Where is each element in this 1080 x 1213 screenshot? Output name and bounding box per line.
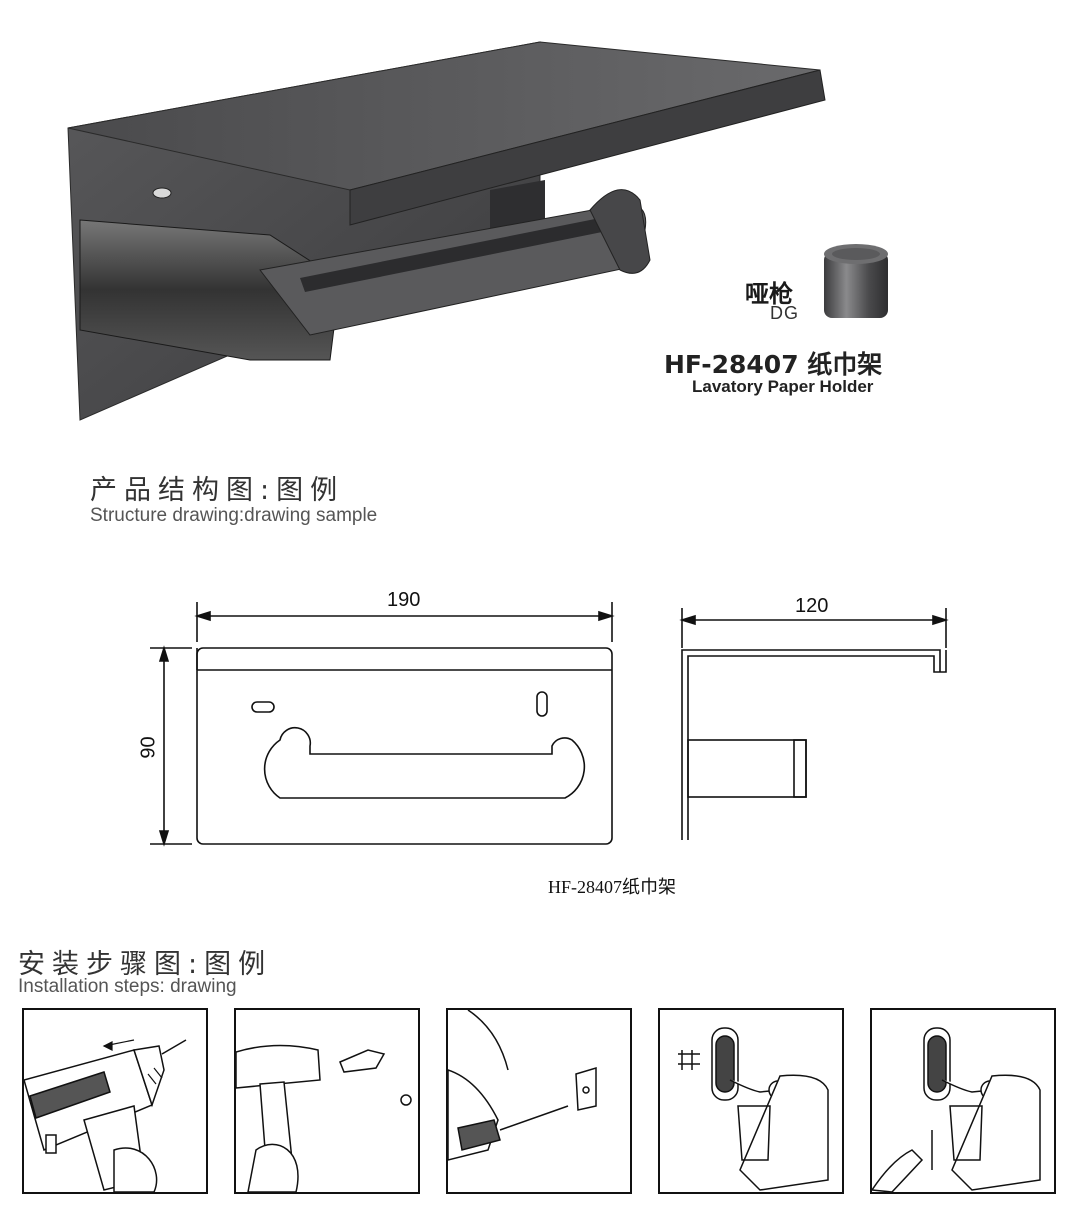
finish-swatch [824, 244, 888, 318]
installed-holder-icon [872, 1027, 1041, 1192]
product-name-en: Lavatory Paper Holder [692, 377, 874, 396]
step-5-finished-panel [870, 1008, 1056, 1194]
structure-heading-en: Structure drawing:drawing sample [90, 505, 378, 526]
width-dimension-label: 190 [387, 589, 421, 611]
drawing-caption: HF-28407纸巾架 [548, 877, 677, 897]
height-dimension-label: 90 [137, 736, 160, 759]
drill-icon [24, 1039, 187, 1192]
step-4-mount-panel [658, 1008, 844, 1194]
depth-dimension-label: 120 [795, 595, 829, 617]
screwdriver-icon [448, 1010, 597, 1161]
product-photo [67, 41, 826, 421]
front-view-drawing [150, 602, 615, 847]
structure-heading-cn: 产品结构图:图例 [90, 475, 345, 506]
finish-name-cn: 哑枪 [745, 280, 793, 308]
step-3-screwdriver-panel [446, 1008, 632, 1194]
finish-code: DG [770, 303, 799, 323]
step-2-hammer-panel [234, 1008, 420, 1194]
side-view-drawing [679, 608, 949, 840]
installation-heading-en: Installation steps: drawing [18, 976, 237, 997]
hammer-icon [236, 1044, 412, 1192]
model-title: HF-28407 纸巾架 [664, 350, 883, 379]
holder-icon [678, 1027, 829, 1191]
step-1-drill-panel [22, 1008, 208, 1194]
installation-heading-cn: 安装步骤图:图例 [18, 949, 273, 980]
